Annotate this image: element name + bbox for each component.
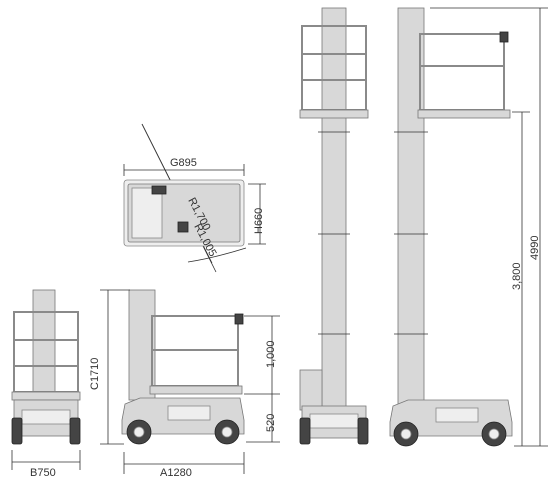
front-view-raised	[299, 7, 369, 445]
side-view-stowed	[121, 289, 245, 445]
raised-side-platform-floor	[417, 109, 511, 119]
raised-front-control-unit	[299, 369, 323, 411]
front-wheel-right	[69, 417, 81, 445]
raised-front-mast	[321, 7, 347, 409]
front-platform-floor	[11, 391, 81, 401]
turning-arc	[187, 247, 247, 263]
top-control-box	[151, 185, 167, 195]
dimension-h-label: H660	[253, 208, 265, 234]
front-wheel-left	[11, 417, 23, 445]
stowed-mast	[128, 289, 156, 401]
top-mast-square	[177, 221, 189, 233]
stowed-platform-floor	[149, 385, 243, 395]
raised-side-guard-rail	[419, 33, 505, 111]
dimension-g-label: G895	[170, 157, 197, 169]
dimension-b-label: B750	[30, 467, 56, 479]
dimension-platform-height-label: 520	[265, 414, 277, 432]
top-view	[123, 123, 247, 273]
dimension-a-label: A1280	[160, 467, 192, 479]
stowed-control-box	[234, 313, 244, 325]
raised-side-control-box	[499, 31, 509, 43]
raised-front-platform-floor	[299, 109, 369, 119]
front-mast	[32, 289, 56, 401]
dimension-max-height-label: 4990	[529, 236, 541, 260]
side-view-raised	[389, 7, 513, 447]
front-view-stowed	[11, 289, 81, 445]
raised-front-wheel-right	[357, 417, 369, 445]
dimension-lift-height-label: 3,800	[511, 262, 523, 290]
raised-front-wheel-left	[299, 417, 311, 445]
dimension-guard-height-label: 1,000	[265, 340, 277, 368]
dimension-c-label: C1710	[89, 358, 101, 390]
